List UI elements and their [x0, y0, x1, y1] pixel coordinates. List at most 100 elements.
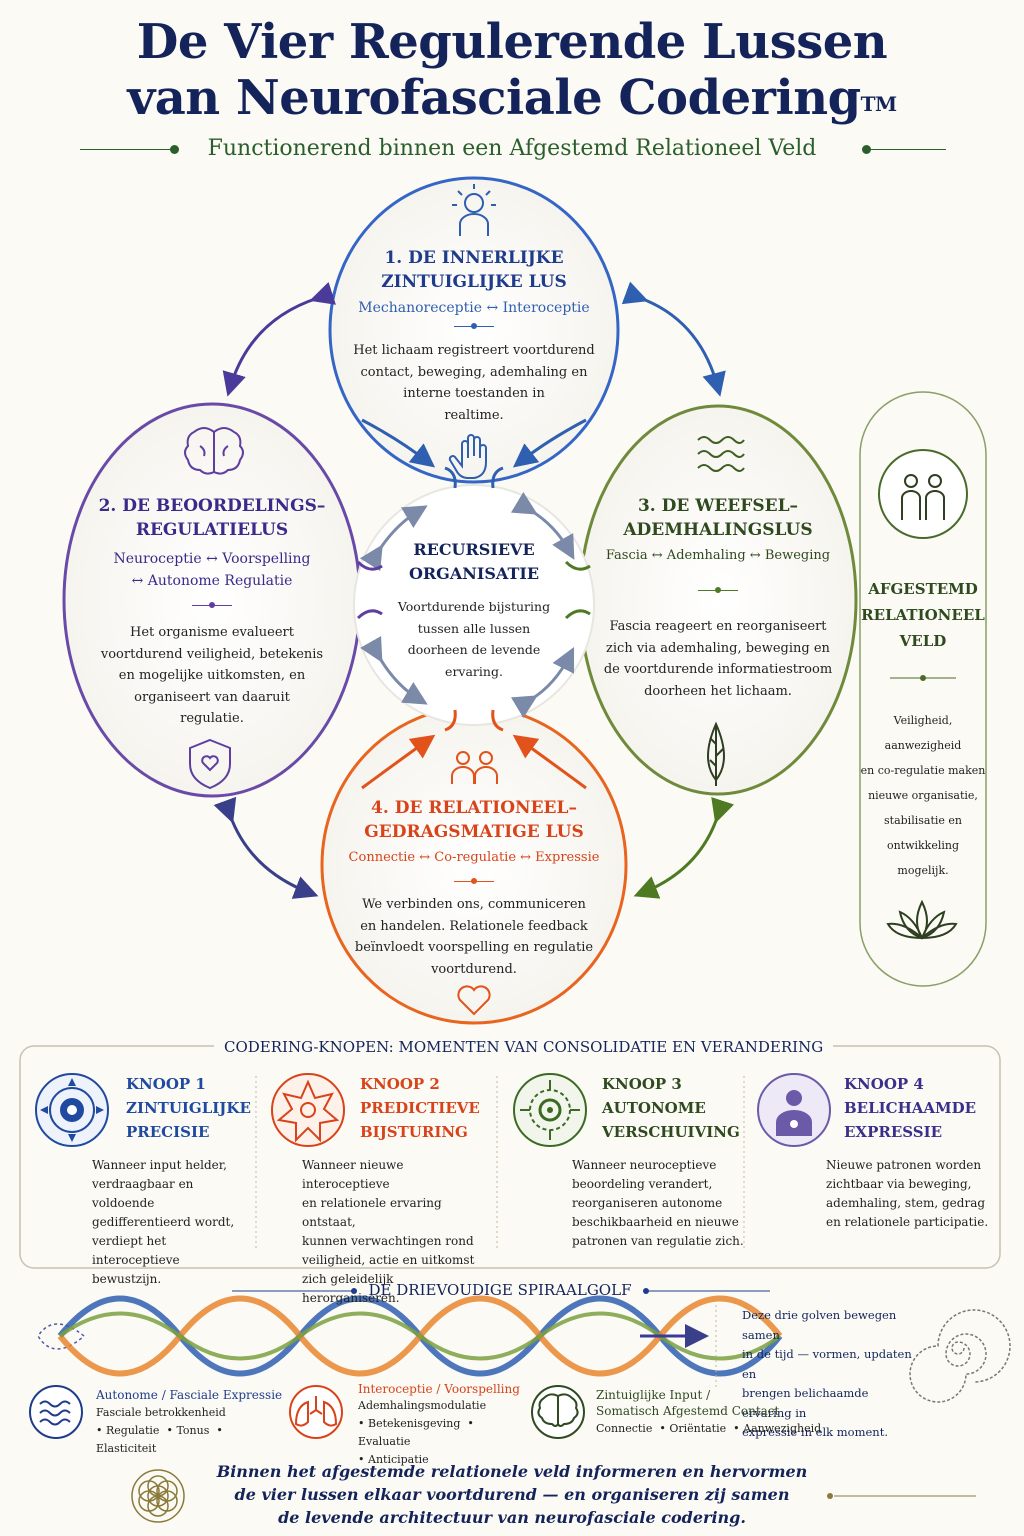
legend-3-items: Connectie • Oriëntatie • Aanwezigheid: [596, 1422, 822, 1435]
brain-icon: [184, 427, 244, 475]
page-subtitle: Functionerend binnen een Afgestemd Relat…: [207, 136, 817, 161]
loop2-body-line: en mogelijke uitkomsten, en: [118, 668, 306, 683]
loop4-arrow-left: [361, 734, 436, 790]
loop3-title-2: ADEMHALINGSLUS: [623, 520, 813, 540]
knoop2-line: veiligheid, actie en uitkomst: [302, 1253, 475, 1267]
loop4-body-line: en handelen. Relationele feedback: [360, 918, 588, 934]
legend-bullet: Tonus: [176, 1424, 210, 1437]
legend-lungs-icon: [289, 1385, 343, 1439]
knoop1-text: Wanneer input helder, verdraagbaar en vo…: [92, 1156, 254, 1289]
side-panel-icon-circle: [878, 449, 968, 539]
loop1-title-2: ZINTUIGLIJKE LUS: [381, 272, 567, 292]
knoop2-title-3: BIJSTURING: [360, 1123, 468, 1141]
legend-bullet: Connectie: [596, 1422, 653, 1435]
knoop4-line: ademhaling, stem, gedrag: [826, 1196, 986, 1210]
knoop1-line: verdiept het interoceptieve: [92, 1234, 180, 1267]
legend-2-items-2: • Anticipatie: [358, 1453, 429, 1466]
knoop2-title-1: KNOOP 2: [360, 1075, 440, 1093]
side-panel-line: mogelijk.: [897, 864, 949, 877]
loop1-subtitle: Mechanoreceptie ↔ Interoceptie: [358, 300, 590, 316]
side-panel-body: Veiligheid, aanwezigheid en co-regulatie…: [860, 708, 986, 883]
arrow-loop1-loop2: [222, 281, 336, 397]
knoop1-line: gedifferentieerd wordt,: [92, 1215, 235, 1229]
inner-arrow-se: [510, 646, 575, 719]
loop2-block: 2. DE BEOORDELINGS– REGULATIELUS Neuroce…: [90, 494, 334, 592]
side-panel-line: ontwikkeling: [886, 839, 960, 852]
spiral-desc-line: Deze drie golven bewegen samen: [742, 1308, 897, 1342]
loop3-body-line: doorheen het lichaam.: [644, 683, 792, 699]
center-block: RECURSIEVE ORGANISATIE Voortdurende bijs…: [384, 538, 564, 682]
person-radiant-icon: [452, 184, 496, 236]
loop3-body-line: de voortdurende informatiestroom: [603, 662, 833, 677]
person-glow-icon: [757, 1073, 831, 1147]
legend-1-items: • Regulatie • Tonus • Elasticiteit: [96, 1424, 223, 1455]
legend-2-title: Interoceptie / Voorspelling: [358, 1382, 520, 1396]
flower-of-life-icon: [131, 1469, 185, 1523]
hand-icon: [448, 434, 487, 479]
legend-2-line: Ademhalingsmodulatie: [358, 1399, 487, 1412]
side-panel-title-1: AFGESTEMD: [868, 580, 978, 598]
spiral-heading: DE DRIEVOUDIGE SPIRAALGOLF: [368, 1281, 632, 1299]
center-title-1: RECURSIEVE: [413, 540, 535, 559]
loop2-body-line: Het organisme evalueert: [130, 625, 294, 640]
side-panel-line: stabilisatie en: [884, 814, 962, 827]
arrow-loop1-loop3: [621, 281, 726, 397]
loop1-body-line: interne toestanden in: [403, 386, 545, 401]
loop4-block: 4. DE RELATIONEEL– GEDRAGSMATIGE LUS Con…: [332, 796, 616, 865]
loop3-title-1: 3. DE WEEFSEL–: [637, 496, 799, 516]
knoop4-title: KNOOP 4 BELICHAAMDE EXPRESSIE: [844, 1072, 976, 1144]
knoop3-title: KNOOP 3 AUTONOME VERSCHUIVING: [602, 1072, 740, 1144]
subtitle-dot-right: [862, 145, 871, 154]
arrow-loop2-loop4: [213, 796, 319, 899]
center-title-2: ORGANISATIE: [408, 564, 540, 583]
loop1-divider: [454, 323, 494, 329]
loop4-body-line: beïnvloedt voorspelling en regulatie: [354, 940, 594, 955]
loop2-title-2: REGULATIELUS: [135, 520, 289, 540]
arrow-loop3-loop4: [633, 797, 735, 899]
lotus-icon: [886, 899, 958, 940]
loop1-block: 1. DE INNERLIJKE ZINTUIGLIJKE LUS Mechan…: [350, 246, 598, 316]
loop1-title-1: 1. DE INNERLIJKE: [384, 248, 564, 268]
closing-line-1: Binnen het afgestemde relationele veld i…: [216, 1462, 808, 1481]
knoop2-title-2: PREDICTIEVE: [360, 1099, 480, 1117]
inner-arrow-sw: [360, 636, 428, 705]
center-body-line: ervaring.: [445, 663, 503, 679]
loop4-body-line: We verbinden ons, communiceren: [362, 897, 586, 912]
knoop1-title-2: ZINTUIGLIJKE: [126, 1099, 251, 1117]
shield-heart-icon: [189, 738, 231, 790]
knoop4-title-3: EXPRESSIE: [844, 1123, 943, 1141]
legend-3-title-1: Zintuiglijke Input /: [596, 1388, 711, 1402]
loop2-body-line: voortdurend veiligheid, betekenis: [100, 646, 324, 662]
title-line-2: van Neurofasciale CoderingTM: [127, 70, 897, 126]
knoop1-title-1: KNOOP 1: [126, 1075, 206, 1093]
knoop1-title: KNOOP 1 ZINTUIGLIJKE PRECISIE: [126, 1072, 251, 1144]
center-body-line: doorheen de levende: [407, 642, 541, 657]
knoop3-line: Wanneer neuroceptieve: [572, 1158, 717, 1172]
subtitle-dot-left: [170, 145, 179, 154]
legend-item-1: Autonome / Fasciale Expressie Fasciale b…: [96, 1388, 286, 1458]
center-body-line: Voortdurende bijsturing: [397, 599, 551, 614]
loop1-body-line: realtime.: [444, 407, 504, 423]
inner-arrow-nw: [359, 505, 428, 572]
knoop4-line: zichtbaar via beweging,: [826, 1177, 972, 1191]
spiral-description: Deze drie golven bewegen samen in de tij…: [742, 1306, 918, 1443]
knoop3-line: patronen van regulatie zich.: [572, 1234, 744, 1248]
closing-line-2: de vier lussen elkaar voortdurend — en o…: [234, 1485, 790, 1504]
spiral-wave-graphic: [37, 1295, 783, 1377]
spiral-icon: [909, 1309, 1011, 1403]
spiral-desc-line: in de tijd — vormen, updaten en: [742, 1347, 912, 1381]
legend-bullet: Evaluatie: [358, 1435, 411, 1448]
title-line-1: De Vier Regulerende Lussen: [136, 14, 888, 70]
loop2-divider: [192, 602, 232, 608]
knoop2-text: Wanneer nieuwe interoceptieve en relatio…: [302, 1156, 494, 1308]
loop3-subtitle: Fascia ↔ Ademhaling ↔ Beweging: [605, 548, 831, 563]
loop4-arrow-right: [512, 734, 587, 790]
loop3-body: Fascia reageert en reorganiseert zich vi…: [596, 616, 840, 702]
page-title: De Vier Regulerende Lussen van Neurofasc…: [0, 14, 1024, 126]
loop3-body-line: Fascia reageert en reorganiseert: [609, 619, 827, 634]
loop2-body-line: regulatie.: [180, 711, 244, 726]
side-panel-frame: [859, 391, 987, 987]
knoop2-title: KNOOP 2 PREDICTIEVE BIJSTURING: [360, 1072, 480, 1144]
center-body: Voortdurende bijsturing tussen alle luss…: [384, 596, 564, 682]
